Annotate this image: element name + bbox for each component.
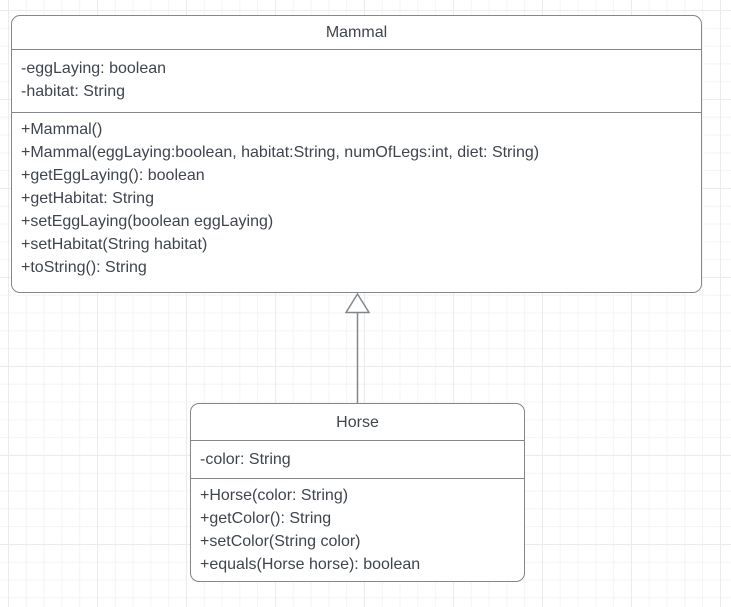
inheritance-triangle-icon	[344, 292, 371, 314]
method-row: +Horse(color: String)	[200, 487, 349, 504]
method-row: +setHabitat(String habitat)	[21, 236, 208, 253]
attribute-row: -color: String	[200, 451, 291, 468]
method-row: +Mammal()	[21, 121, 103, 138]
method-row: +Mammal(eggLaying:boolean, habitat:Strin…	[21, 144, 540, 161]
method-row: +equals(Horse horse): boolean	[200, 556, 421, 573]
class-horse-title: Horse	[336, 413, 379, 431]
class-mammal-attributes-section: -eggLaying: boolean -habitat: String	[12, 49, 701, 112]
method-row: +getHabitat: String	[21, 190, 154, 207]
attribute-row: -habitat: String	[21, 83, 126, 100]
method-row: +setEggLaying(boolean eggLaying)	[21, 213, 274, 230]
class-mammal[interactable]: Mammal -eggLaying: boolean -habitat: Str…	[11, 15, 702, 293]
class-mammal-methods-section: +Mammal() +Mammal(eggLaying:boolean, hab…	[12, 112, 701, 292]
class-mammal-title: Mammal	[325, 24, 388, 41]
class-horse-methods-section: +Horse(color: String) +getColor(): Strin…	[191, 478, 524, 581]
class-horse-attributes-section: -color: String	[191, 440, 524, 478]
method-row: +setColor(String color)	[200, 533, 361, 550]
method-row: +toString(): String	[21, 259, 147, 276]
attribute-row: -eggLaying: boolean	[21, 60, 167, 77]
method-row: +getEggLaying(): boolean	[21, 167, 205, 184]
method-row: +getColor(): String	[200, 510, 332, 527]
class-horse[interactable]: Horse -color: String +Horse(color: Strin…	[190, 403, 525, 582]
